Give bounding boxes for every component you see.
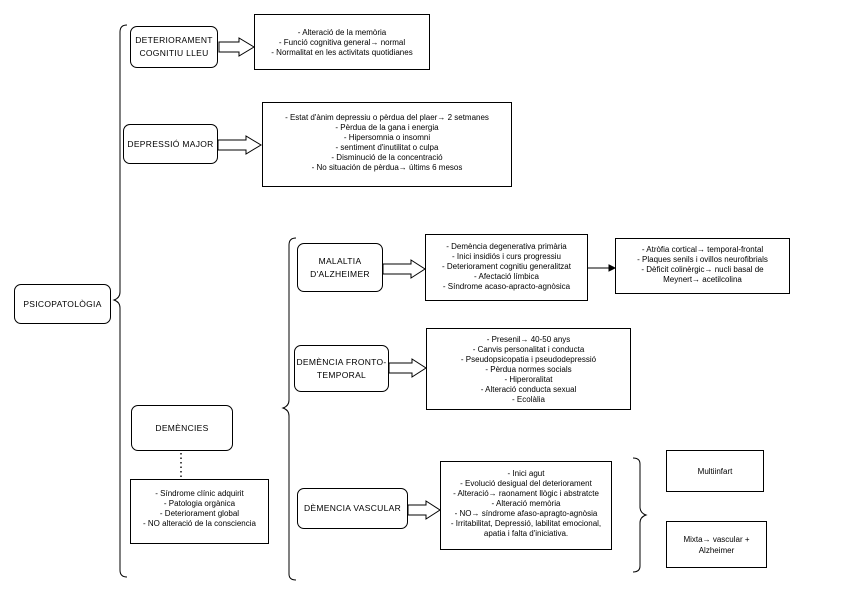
list-item: Meynert→ acetilcolina — [663, 275, 742, 284]
alzheimer-node: MALALTIA D'ALZHEIMER — [297, 243, 383, 292]
list-item: - No situación de pèrdua→ últims 6 mesos — [311, 163, 463, 172]
list-item: - Estat d'ànim depressiu o pèrdua del pl… — [285, 113, 489, 122]
alzheimer-label-line-2: D'ALZHEIMER — [310, 268, 370, 279]
list-item: - Inici agut — [507, 469, 545, 478]
depression-items-box: - Estat d'ànim depressiu o pèrdua del pl… — [262, 102, 512, 187]
cognitive-items-box: - Alteració de la memòria - Funció cogni… — [254, 14, 430, 70]
dementias-label: DEMÈNCIES — [155, 422, 209, 433]
cognitive-node: DETERIORAMENT COGNITIU LLEU — [130, 26, 218, 68]
list-item: - Alteració conducta sexual — [480, 385, 577, 394]
list-item: apatia i falta d'iniciativa. — [483, 529, 569, 538]
depression-node: DEPRESSIÓ MAJOR — [123, 124, 218, 164]
list-item: - Patologia orgànica — [163, 499, 236, 508]
vascular-node: DÈMENCIA VASCULAR — [297, 488, 408, 529]
list-item: - Deteriorament global — [159, 509, 240, 518]
arrow-frontotemporal — [388, 358, 427, 378]
list-item: - Alteració de la memòria — [297, 28, 387, 37]
depression-label: DEPRESSIÓ MAJOR — [127, 138, 214, 149]
list-item: - Deteriorament cognitiu generalitzat — [442, 262, 571, 271]
list-item: - Alteració memòria — [491, 499, 561, 508]
list-item: - Funció cognitiva general→ normal — [278, 38, 406, 47]
vascular-label: DÈMENCIA VASCULAR — [303, 503, 402, 513]
cognitive-label-line-2: COGNITIU LLEU — [139, 48, 209, 58]
frontotemporal-label-line-1: DEMÈNCIA FRONTO- — [296, 356, 387, 367]
vascular-items-box: - Inici agut - Evolució desigual del det… — [440, 461, 612, 550]
list-item: - Hiperoralitat — [504, 375, 553, 384]
frontotemporal-node: DEMÈNCIA FRONTO- TEMPORAL — [294, 345, 389, 392]
list-item: - Evolució desigual del deteriorament — [460, 479, 592, 488]
list-item: - Normalitat en les activitats quotidian… — [271, 48, 413, 57]
list-item: - Presenil→ 40-50 anys — [486, 335, 571, 344]
arrow-alzheimer — [382, 259, 426, 279]
list-item: - Afectació límbica — [474, 272, 539, 281]
list-item: - Disminució de la concentració — [331, 153, 443, 162]
list-item: - Pèrdua de la gana i energia — [335, 123, 439, 132]
frontotemporal-items-box: - Presenil→ 40-50 anys - Canvis personal… — [426, 328, 631, 410]
cognitive-label-line-1: DETERIORAMENT — [135, 35, 213, 45]
list-item: - Atròfia cortical→ temporal-frontal — [641, 245, 764, 254]
list-item: - Plaques senils i ovillos neurofibrials — [637, 255, 768, 264]
arrow-cognitive — [218, 37, 255, 57]
list-item: - Pseudopsicopatia i pseudodepressió — [460, 355, 597, 364]
alzheimer-items-box: - Demència degenerativa primària - Inici… — [425, 234, 588, 301]
list-item: - Dèficit colinèrgic→ nucli basal de — [641, 265, 764, 274]
vascular-mixed-box: Mixta→ vascular + Alzheimer — [666, 521, 767, 568]
frontotemporal-label-line-2: TEMPORAL — [316, 369, 367, 380]
list-item: - Canvis personalitat i conducta — [472, 345, 585, 354]
main-brace — [112, 24, 128, 578]
alzheimer-label-line-1: MALALTIA — [318, 255, 362, 266]
list-item: - Pèrdua normes socials — [485, 365, 572, 374]
list-item: - Síndrome clínic adquirit — [155, 489, 244, 498]
list-item: - Demència degenerativa primària — [446, 242, 567, 251]
root-label: PSICOPATOLÒGIA — [23, 298, 102, 309]
vascular-mixed-line-1: Mixta→ vascular + — [683, 534, 750, 544]
root-node: PSICOPATOLÒGIA — [14, 284, 111, 324]
vascular-multiinfarct-label: Multiinfart — [697, 466, 733, 476]
list-item: - Alteració→ raonament llògic i abstratc… — [453, 489, 599, 498]
dementias-node: DEMÈNCIES — [131, 405, 233, 451]
list-item: - sentiment d'inutilitat o culpa — [335, 143, 439, 152]
dementia-brace — [281, 237, 297, 581]
list-item: - Inici insidiós i curs progressiu — [452, 252, 561, 261]
list-item: - Ecolàlia — [512, 395, 545, 404]
arrow-vascular — [407, 500, 441, 520]
arrow-depression — [217, 135, 262, 155]
list-item: - Irritabilitat, Depressió, labilitat em… — [450, 519, 602, 528]
dementias-items-box: - Síndrome clínic adquirit - Patologia o… — [130, 479, 269, 544]
vascular-multiinfarct-box: Multiinfart — [666, 450, 764, 492]
vascular-brace — [632, 457, 648, 573]
list-item: - NO alteració de la consciencia — [143, 519, 256, 528]
list-item: - Hipersomnia o insomni — [343, 133, 431, 142]
list-item: - Síndrome acaso-apracto-agnòsica — [442, 282, 571, 291]
vascular-mixed-line-2: Alzheimer — [698, 545, 735, 555]
list-item: - NO→ síndrome afaso-apragto-agnòsia — [454, 509, 598, 518]
alzheimer-details-box: - Atròfia cortical→ temporal-frontal - P… — [615, 238, 790, 294]
